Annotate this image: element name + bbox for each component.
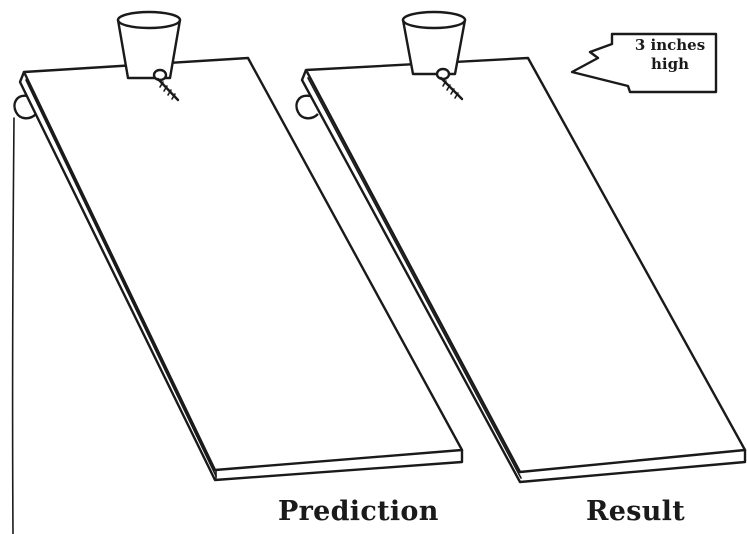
prediction-cup-rim [118, 12, 180, 28]
result-cup-rim [403, 12, 465, 28]
prediction-label: Prediction [278, 496, 439, 527]
height-callout-line-2: high [622, 55, 718, 74]
height-callout-label: 3 inches high [622, 36, 718, 74]
result-label: Result [586, 496, 685, 527]
wall-edge-line [13, 118, 14, 534]
height-callout-line-1: 3 inches [622, 36, 718, 55]
